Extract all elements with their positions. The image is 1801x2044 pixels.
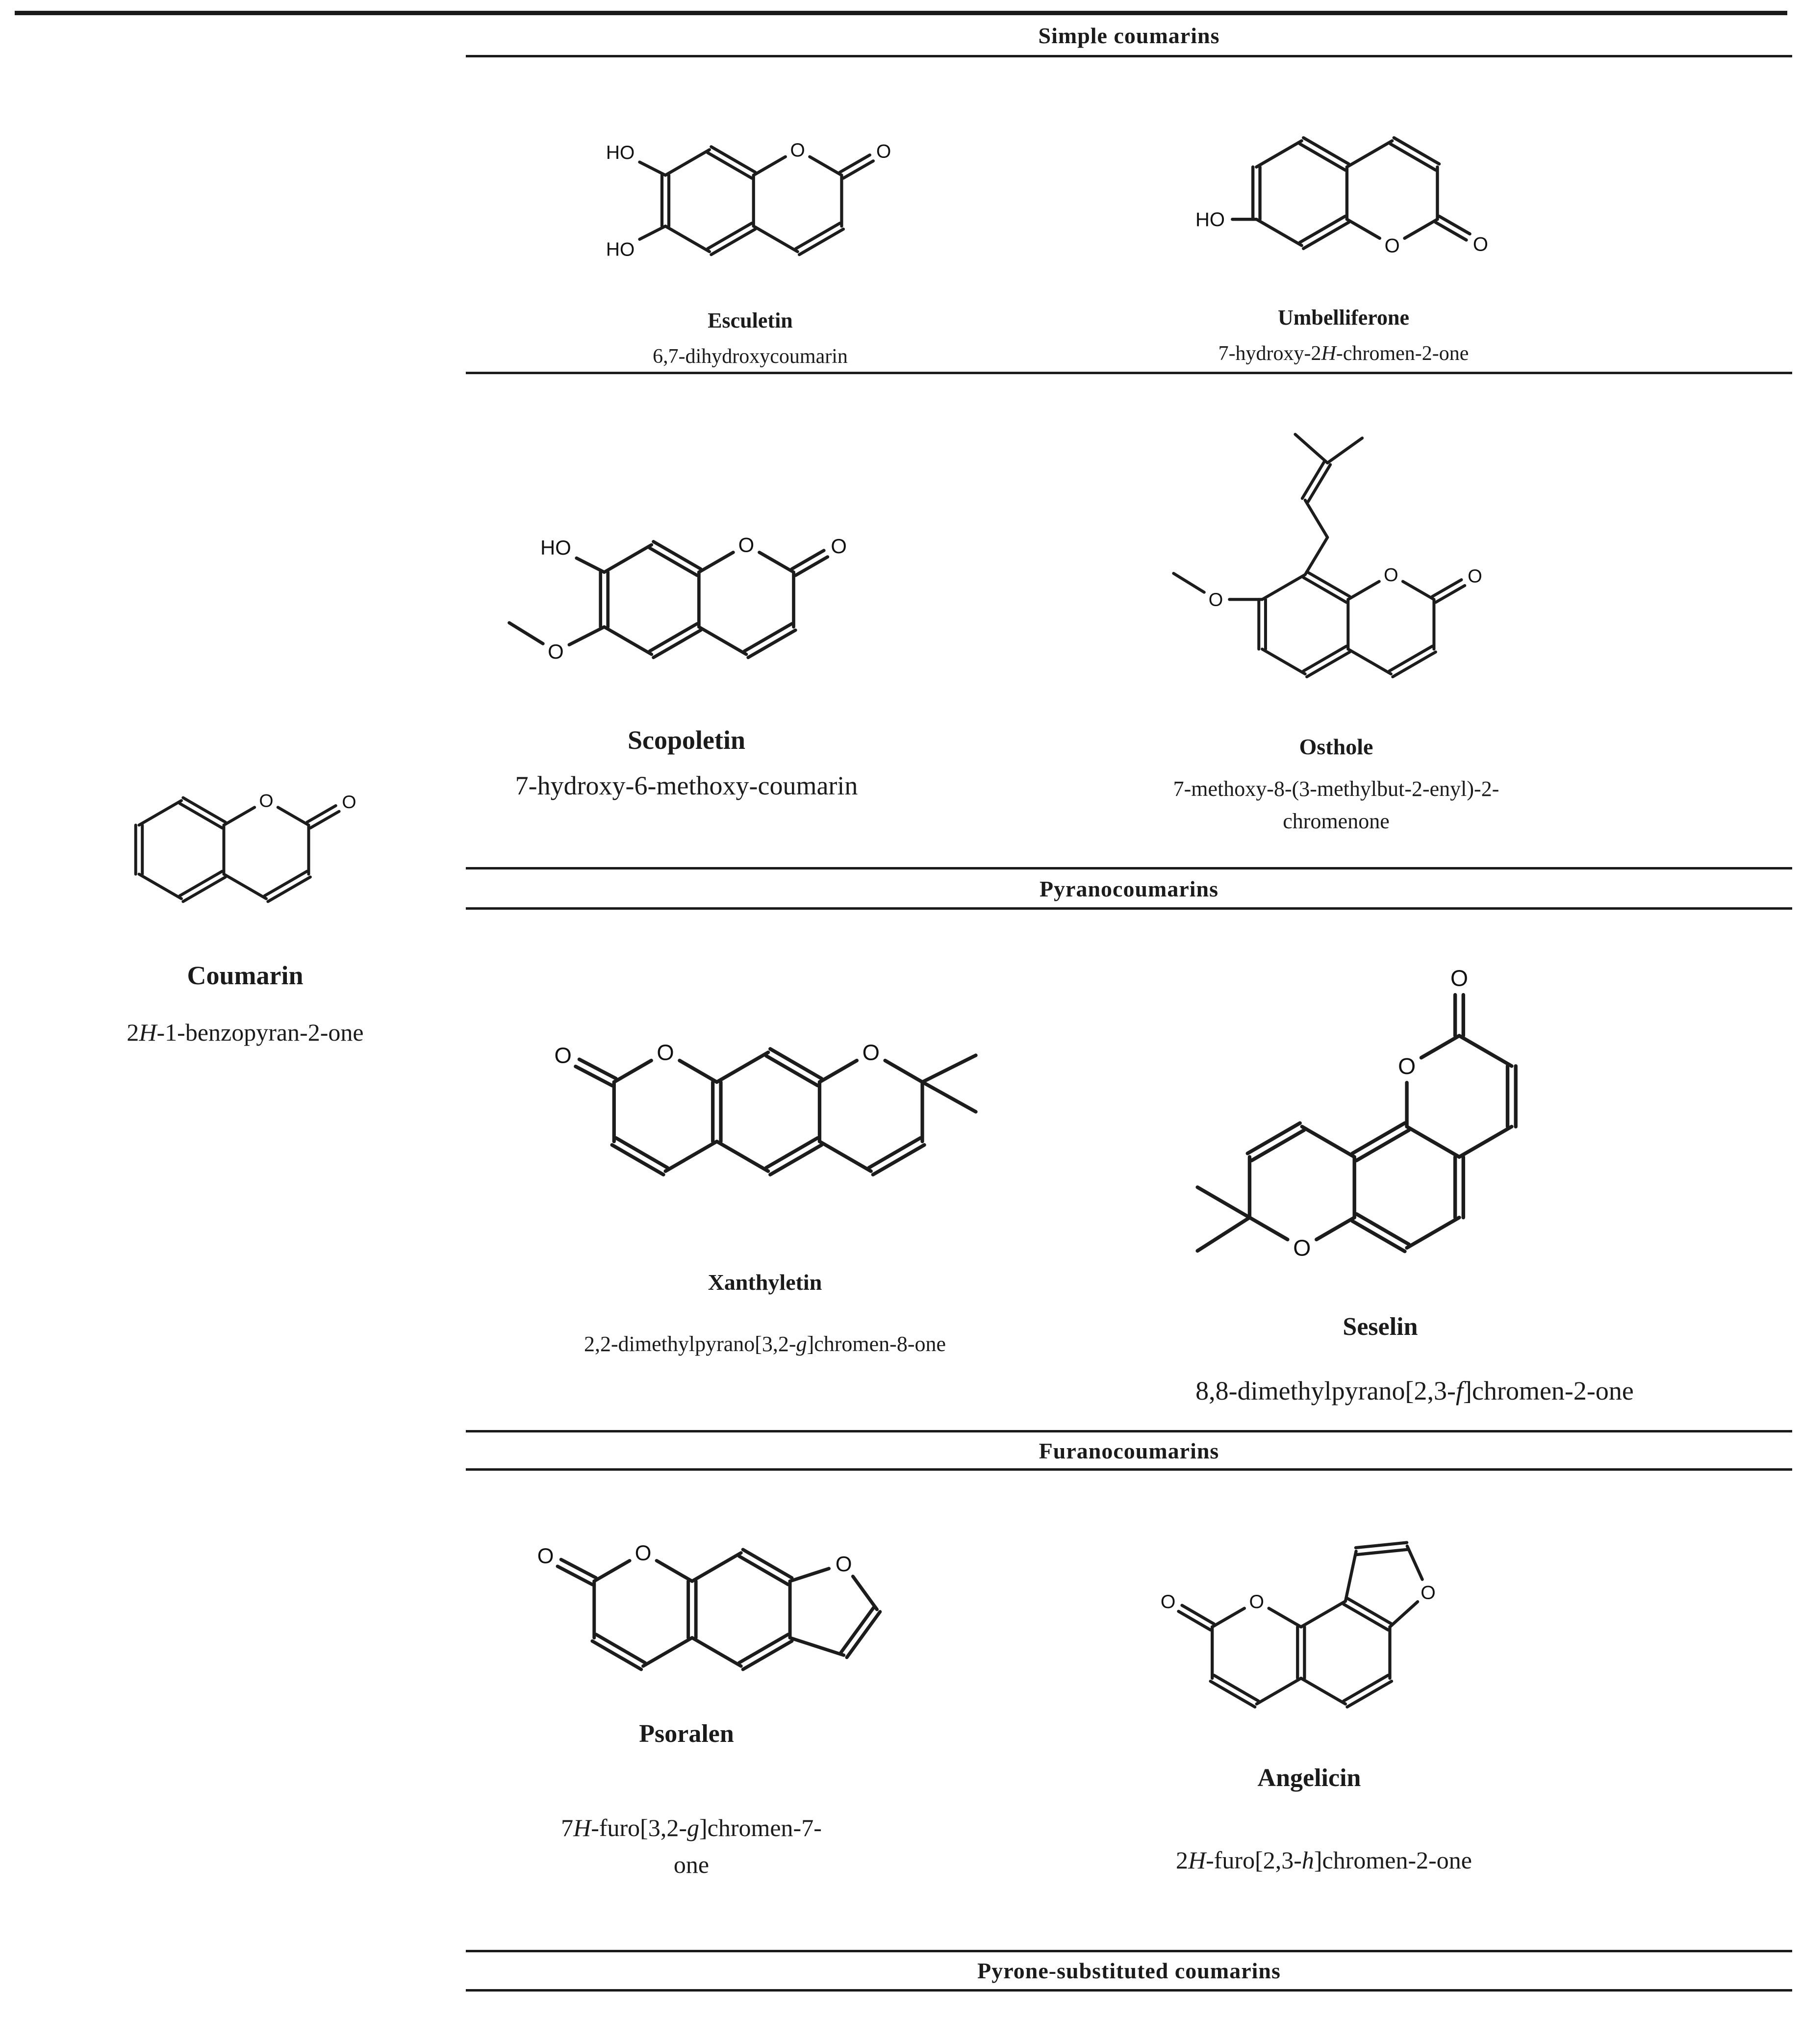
svg-text:HO: HO xyxy=(606,239,634,260)
svg-text:O: O xyxy=(831,535,847,558)
xanthyletin-name: Xanthyletin xyxy=(708,1270,822,1295)
psoralen-iupac: 7H-furo[3,2-g]chromen-7-one xyxy=(561,1814,822,1878)
coumarin-iupac: 2H-1-benzopyran-2-one xyxy=(127,1019,364,1046)
esculetin-structure: O O HO HO xyxy=(602,135,896,265)
section-header-simple-coumarins: Simple coumarins xyxy=(1038,23,1220,48)
umbelliferone-structure: O O HO xyxy=(1191,136,1493,261)
svg-text:O: O xyxy=(1473,234,1488,256)
esculetin-iupac: 6,7-dihydroxycoumarin xyxy=(653,345,848,368)
svg-text:O: O xyxy=(548,640,564,663)
angelicin-iupac: 2H-furo[2,3-h]chromen-2-one xyxy=(1176,1846,1472,1874)
svg-text:O: O xyxy=(1293,1235,1311,1261)
svg-text:O: O xyxy=(790,140,805,161)
coumarin-name: Coumarin xyxy=(187,961,304,990)
rule-row1-bottom xyxy=(466,372,1792,374)
osthole-name: Osthole xyxy=(1299,734,1373,759)
section-header-furanocoumarins: Furanocoumarins xyxy=(1039,1438,1219,1463)
section-header-pyranocoumarins: Pyranocoumarins xyxy=(1039,876,1219,901)
scopoletin-iupac: 7-hydroxy-6-methoxy-coumarin xyxy=(515,771,858,800)
svg-text:O: O xyxy=(862,1040,880,1065)
svg-text:HO: HO xyxy=(540,536,571,559)
seselin-iupac: 8,8-dimethylpyrano[2,3-f]chromen-2-one xyxy=(1195,1376,1634,1405)
section-header-pyrone-substituted: Pyrone-substituted coumarins xyxy=(977,1958,1281,1983)
svg-text:O: O xyxy=(1385,235,1400,256)
osthole-iupac: 7-methoxy-8-(3-methylbut-2-enyl)-2-chrom… xyxy=(1173,777,1499,833)
svg-text:O: O xyxy=(537,1544,554,1568)
rule-pyrone-bottom xyxy=(466,1989,1792,1992)
xanthyletin-iupac: 2,2-dimethylpyrano[3,2-g]chromen-8-one xyxy=(584,1332,946,1356)
rule-pyrano-top xyxy=(466,867,1792,869)
rule-top xyxy=(15,11,1787,15)
umbelliferone-iupac: 7-hydroxy-2H-chromen-2-one xyxy=(1218,342,1469,365)
psoralen-name: Psoralen xyxy=(639,1720,734,1748)
svg-text:HO: HO xyxy=(1195,209,1225,230)
rule-simple-bottom xyxy=(466,55,1792,57)
svg-text:O: O xyxy=(1209,589,1223,610)
umbelliferone-name: Umbelliferone xyxy=(1277,306,1410,330)
rule-pyrone-top xyxy=(466,1950,1792,1952)
scopoletin-name: Scopoletin xyxy=(627,725,746,755)
svg-text:O: O xyxy=(657,1040,674,1065)
rule-furano-bottom xyxy=(466,1468,1792,1471)
seselin-structure: O O O xyxy=(1195,960,1518,1266)
svg-text:O: O xyxy=(342,792,356,812)
svg-text:O: O xyxy=(1421,1582,1436,1603)
rule-furano-top xyxy=(466,1430,1792,1432)
svg-text:O: O xyxy=(259,791,273,811)
esculetin-name: Esculetin xyxy=(708,308,793,332)
svg-text:HO: HO xyxy=(606,142,634,163)
rule-pyrano-bottom xyxy=(466,907,1792,910)
svg-text:O: O xyxy=(554,1043,571,1068)
scopoletin-structure: O O HO O xyxy=(507,529,852,668)
svg-text:O: O xyxy=(876,141,891,162)
svg-text:O: O xyxy=(1384,565,1398,586)
svg-text:O: O xyxy=(1468,566,1482,587)
seselin-name: Seselin xyxy=(1343,1313,1418,1341)
svg-text:O: O xyxy=(836,1553,852,1576)
osthole-structure: O O O xyxy=(1172,433,1487,679)
svg-text:O: O xyxy=(1450,966,1468,991)
svg-text:O: O xyxy=(635,1542,652,1565)
svg-text:O: O xyxy=(1398,1053,1416,1079)
svg-text:O: O xyxy=(1161,1591,1176,1612)
angelicin-name: Angelicin xyxy=(1257,1764,1361,1792)
svg-text:O: O xyxy=(1249,1591,1265,1612)
svg-text:O: O xyxy=(738,533,755,556)
